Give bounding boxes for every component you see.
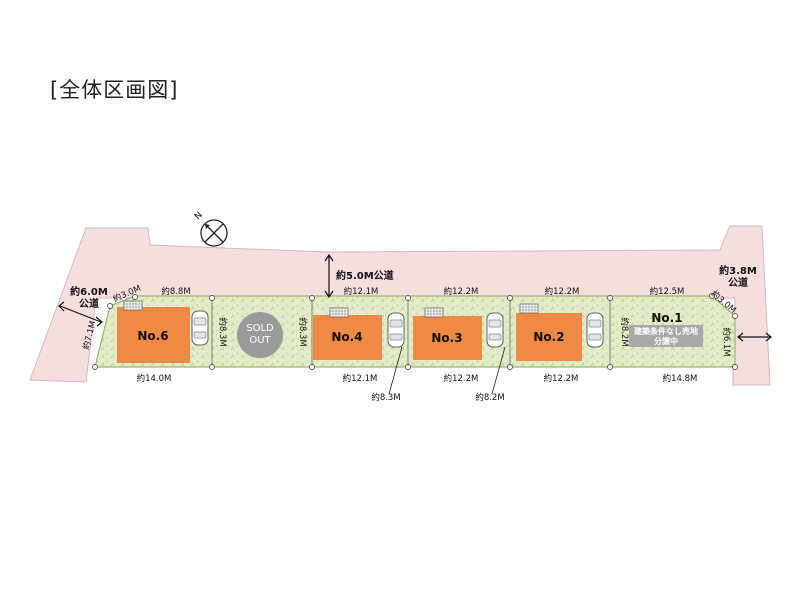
solar-panel-icon: [123, 300, 143, 311]
car-icon: [586, 312, 604, 348]
dim-depth-1: 約8.3M: [217, 317, 228, 346]
compass-icon: N: [193, 210, 228, 247]
houses: [117, 307, 703, 363]
lot-label-no3: No.3: [431, 331, 462, 345]
dim-bottom-3: 約12.2M: [544, 373, 579, 384]
dim-top-4: 約12.2M: [545, 286, 580, 297]
house-no6: [117, 307, 190, 363]
page-title: [全体区画図]: [50, 78, 179, 102]
main-road-label: 約5.0M公道: [336, 269, 394, 282]
no1-note: 建築条件なし売地分譲中: [633, 326, 698, 346]
dim-bottom-1: 約12.1M: [343, 373, 378, 384]
car-icon: [191, 310, 209, 346]
house-no4: [313, 315, 382, 360]
dim-top-2: 約12.1M: [344, 286, 379, 297]
leader-lines: [388, 346, 506, 395]
svg-text:N: N: [193, 210, 205, 222]
right-road-arrow: [737, 332, 772, 342]
sold-out-circle: [237, 312, 283, 358]
dim-top-1: 約8.8M: [161, 286, 190, 297]
roads: [29, 225, 771, 386]
solar-panel-icon: [424, 307, 444, 318]
no1-note-box: [629, 325, 703, 347]
dim-top-3: 約12.2M: [444, 286, 479, 297]
dim-bottom-0: 約14.0M: [137, 373, 172, 384]
dim-depth-2: 約8.3M: [297, 317, 308, 346]
main-road: [29, 225, 771, 386]
dim-top-5: 約12.5M: [650, 286, 685, 297]
left-road-arrow: [58, 301, 103, 327]
lot-label-no4: No.4: [331, 330, 362, 344]
solar-panel-icon: [519, 303, 539, 314]
main-road-arrow: [324, 253, 334, 299]
dim-under-1: 約8.2M: [475, 392, 504, 403]
car-icon: [387, 312, 405, 348]
dim-bottom-2: 約12.2M: [444, 373, 479, 384]
lot-label-no1: No.1: [651, 311, 682, 325]
dim-depth-3: 約8.2M: [619, 317, 630, 346]
house-no2: [516, 313, 582, 361]
lot-label-no2: No.2: [533, 330, 564, 344]
dim-under-0: 約8.3M: [371, 392, 400, 403]
solar-panel-icon: [329, 307, 349, 318]
house-no3: [413, 316, 482, 360]
lot-label-no6: No.6: [137, 329, 168, 343]
dim-bottom-4: 約14.8M: [663, 373, 698, 384]
car-icon: [486, 312, 504, 348]
dim-depth-4: 約6.1M: [721, 327, 732, 356]
